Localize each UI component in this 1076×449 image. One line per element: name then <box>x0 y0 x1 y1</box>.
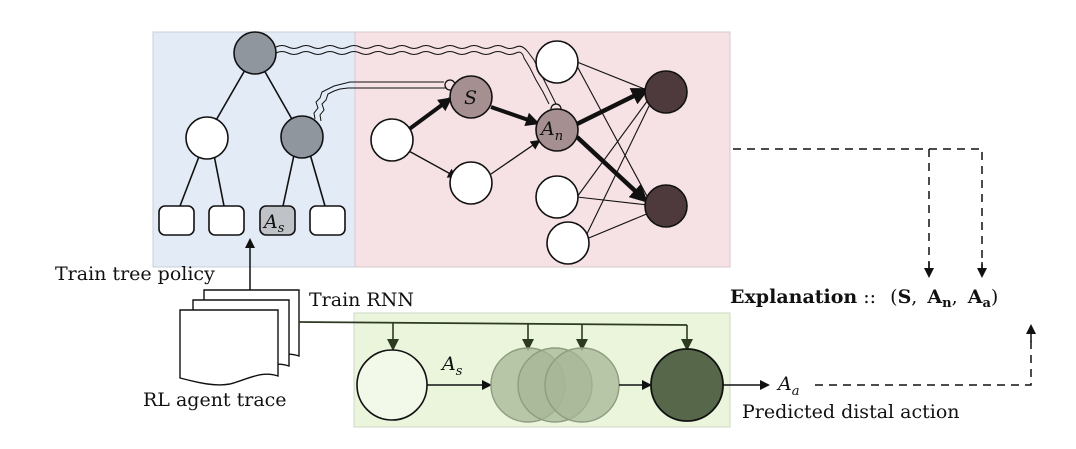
network-output-node-top <box>644 70 688 114</box>
rnn-hidden-node-3 <box>544 347 620 423</box>
tree-edges <box>179 69 326 207</box>
leaf-as-sub: s <box>278 221 285 236</box>
network-layer3-node-mid <box>535 175 579 219</box>
rnn-output-node <box>650 348 724 422</box>
edge-an-out1-bold <box>576 87 650 127</box>
rnn-as-edge-label: As <box>440 353 463 379</box>
leaf-as-main: A <box>262 211 278 233</box>
an-node-main: A <box>539 118 555 140</box>
network-input-node <box>370 118 414 162</box>
train-tree-policy-label: Train tree policy <box>55 263 215 285</box>
an-node-sub: n <box>555 129 563 144</box>
network-layer3-node-bottom <box>546 221 590 265</box>
rnn-input-node <box>356 349 428 421</box>
an-node-label: An <box>539 118 563 144</box>
network-edges <box>576 61 651 241</box>
tree-leaf-as <box>259 205 296 236</box>
aa-output-sub: a <box>792 384 800 399</box>
tree-root-node <box>233 31 277 75</box>
edge-input-s-bold <box>406 97 453 132</box>
explanation-an-main: A <box>926 286 942 308</box>
tree-leaf-4 <box>309 205 346 236</box>
rnn-hidden-states <box>490 347 620 423</box>
explanation-separator: :: <box>863 286 876 308</box>
tree-leaf-1 <box>158 205 195 236</box>
s-node-label: S <box>464 87 477 109</box>
rnn-as-edge-sub: s <box>456 364 463 379</box>
explanation-s: S <box>898 286 912 308</box>
dashed-connectors <box>733 148 1032 386</box>
network-output-node-bottom <box>644 184 688 228</box>
explanation-comma-2: , <box>952 286 958 308</box>
aa-output-label: Aa <box>776 373 800 399</box>
tree-leaf-2 <box>208 205 245 236</box>
network-s-node <box>449 75 493 119</box>
edge-an-out2-bold <box>575 135 648 203</box>
tree-left-node <box>185 116 229 160</box>
train-rnn-line <box>298 321 688 326</box>
network-hidden2-node <box>449 161 493 205</box>
explanation-close-paren: ) <box>991 286 998 308</box>
network-an-node <box>535 108 579 152</box>
wavy-connectors <box>275 45 557 122</box>
rl-trace-documents <box>179 289 300 386</box>
explanation-aa-sub: a <box>982 296 991 311</box>
train-rnn-label: Train RNN <box>309 289 414 311</box>
rl-agent-trace-label: RL agent trace <box>143 389 287 411</box>
edge-input-hidden2 <box>406 149 458 178</box>
explanation-an-sub: n <box>942 296 952 311</box>
aa-output-main: A <box>776 373 792 395</box>
leaf-as-label: As <box>262 211 285 236</box>
explanation-aa-main: A <box>967 286 983 308</box>
edge-s-an-bold <box>490 105 540 126</box>
edge-hidden2-an <box>490 139 541 175</box>
tree-right-node <box>280 115 324 159</box>
rnn-as-edge-main: A <box>440 353 456 375</box>
network-layer3-node-top <box>535 40 579 84</box>
explanation-comma-1: , <box>911 286 917 308</box>
explanation-word: Explanation <box>730 286 857 308</box>
predicted-distal-action-label: Predicted distal action <box>742 401 960 423</box>
explanation-formula: Explanation :: (S, An, Aa) <box>730 286 998 311</box>
explanation-open-paren: ( <box>890 286 897 308</box>
